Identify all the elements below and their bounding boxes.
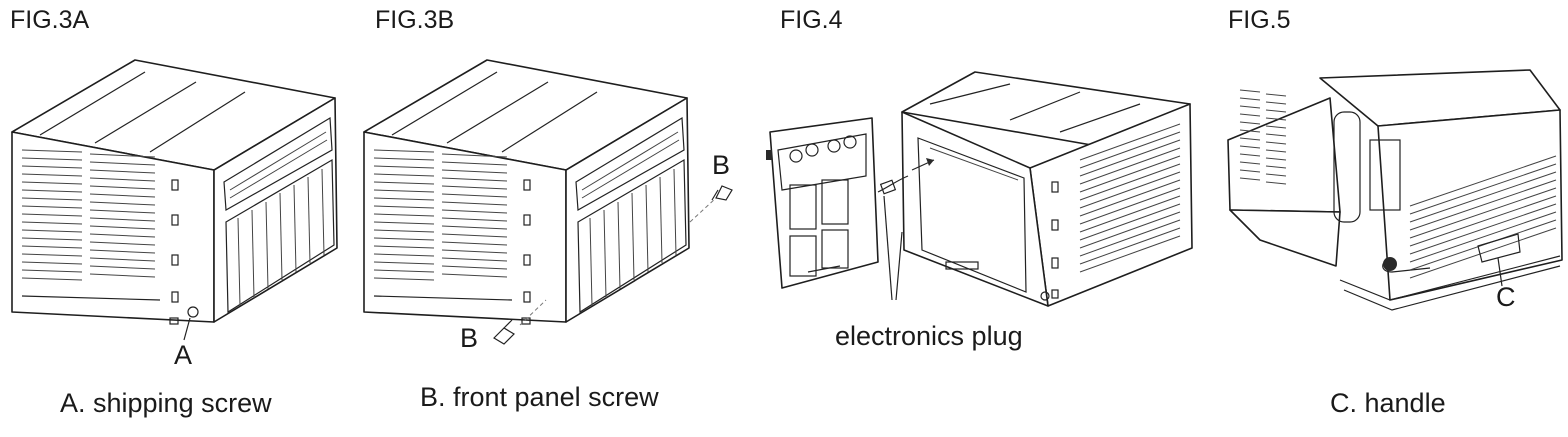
fig-3b-grille-left bbox=[373, 149, 435, 281]
fig-5-caption: C. handle bbox=[1330, 388, 1446, 418]
fig-3a-grille-left bbox=[21, 149, 83, 281]
fig-3a-caption: A. shipping screw bbox=[60, 388, 272, 418]
fig-3a-shipping-screw bbox=[187, 306, 199, 318]
fig-3a-title: FIG.3A bbox=[10, 6, 90, 34]
fig-3b-screw-left bbox=[493, 319, 515, 345]
fig-4-chassis bbox=[901, 71, 1193, 307]
fig-3a-grille-right bbox=[89, 153, 156, 278]
fig-5-vent bbox=[1239, 89, 1287, 185]
fig-3b-grille-right bbox=[441, 153, 508, 278]
fig-3a-ac-unit bbox=[11, 59, 338, 341]
callout-b-right: B bbox=[712, 150, 731, 180]
fig-3b-title: FIG.3B bbox=[375, 6, 455, 34]
fig-5-title: FIG.5 bbox=[1228, 6, 1291, 34]
fig-4-electronics-plug bbox=[877, 158, 935, 301]
fig-5-handle-detail bbox=[1227, 69, 1563, 311]
fig-4-front-panel bbox=[766, 117, 879, 289]
callout-a: A bbox=[174, 340, 193, 370]
fig-5-handle bbox=[1477, 233, 1521, 263]
fig-4-caption: electronics plug bbox=[835, 321, 1023, 351]
callout-c: C bbox=[1496, 282, 1516, 312]
callout-b-left: B bbox=[460, 323, 479, 353]
fig-5-coil bbox=[1409, 155, 1557, 279]
fig-3b-screw-right bbox=[711, 185, 733, 201]
fig-4-title: FIG.4 bbox=[780, 6, 843, 34]
fig-3b-caption: B. front panel screw bbox=[420, 382, 659, 412]
fig-3b-ac-unit bbox=[363, 59, 733, 345]
